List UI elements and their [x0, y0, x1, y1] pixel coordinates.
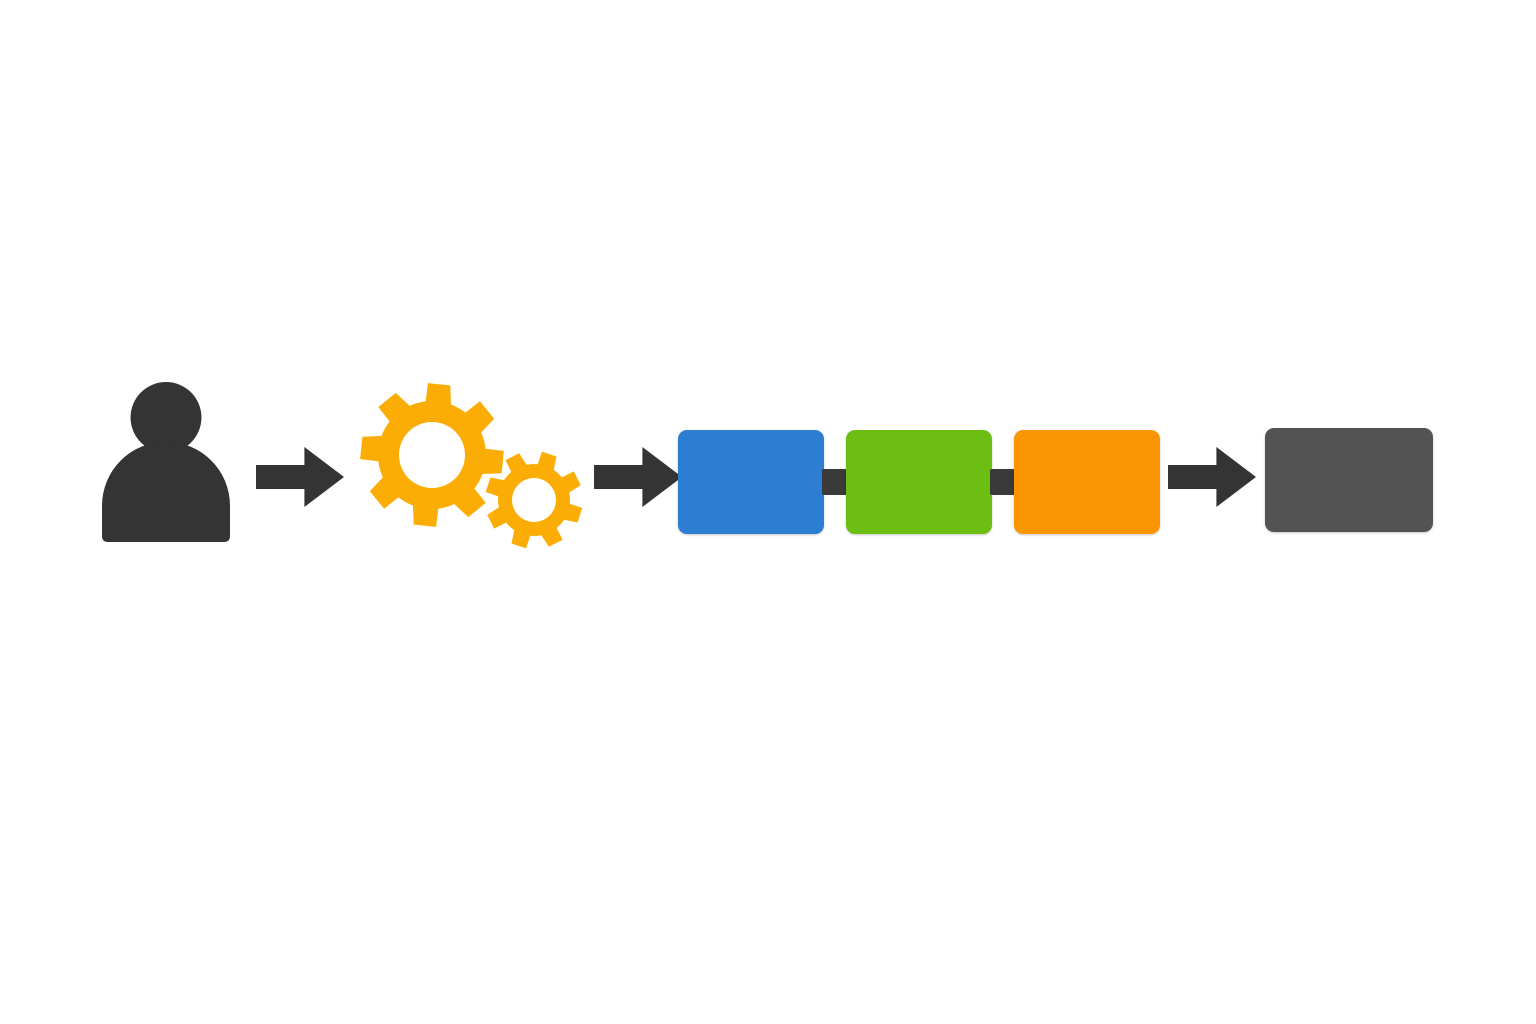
person-head-icon — [130, 382, 202, 453]
connector-bar-2 — [990, 469, 1016, 495]
person-icon — [102, 382, 230, 542]
process-box-green[interactable] — [846, 430, 992, 534]
process-box-orange[interactable] — [1014, 430, 1160, 534]
connector-bar-1 — [822, 469, 848, 495]
gears-icon-group — [360, 383, 583, 549]
small-gear-icon — [485, 451, 583, 549]
arrow-right-shape — [1168, 447, 1256, 507]
output-box-gray[interactable] — [1265, 428, 1433, 532]
gears-icon[interactable] — [360, 378, 583, 550]
arrow-right-icon-1[interactable] — [256, 447, 344, 507]
process-box-blue[interactable] — [678, 430, 824, 534]
arrow-right-icon — [256, 447, 344, 507]
person-body-icon — [102, 441, 230, 542]
arrow-right-icon-2[interactable] — [594, 447, 682, 507]
arrow-right-shape — [256, 447, 344, 507]
arrow-right-shape — [594, 447, 682, 507]
arrow-right-icon-3[interactable] — [1168, 447, 1256, 507]
arrow-right-icon — [1168, 447, 1256, 507]
arrow-right-icon — [594, 447, 682, 507]
large-gear-icon — [360, 383, 504, 527]
user-person-icon[interactable] — [102, 380, 230, 542]
